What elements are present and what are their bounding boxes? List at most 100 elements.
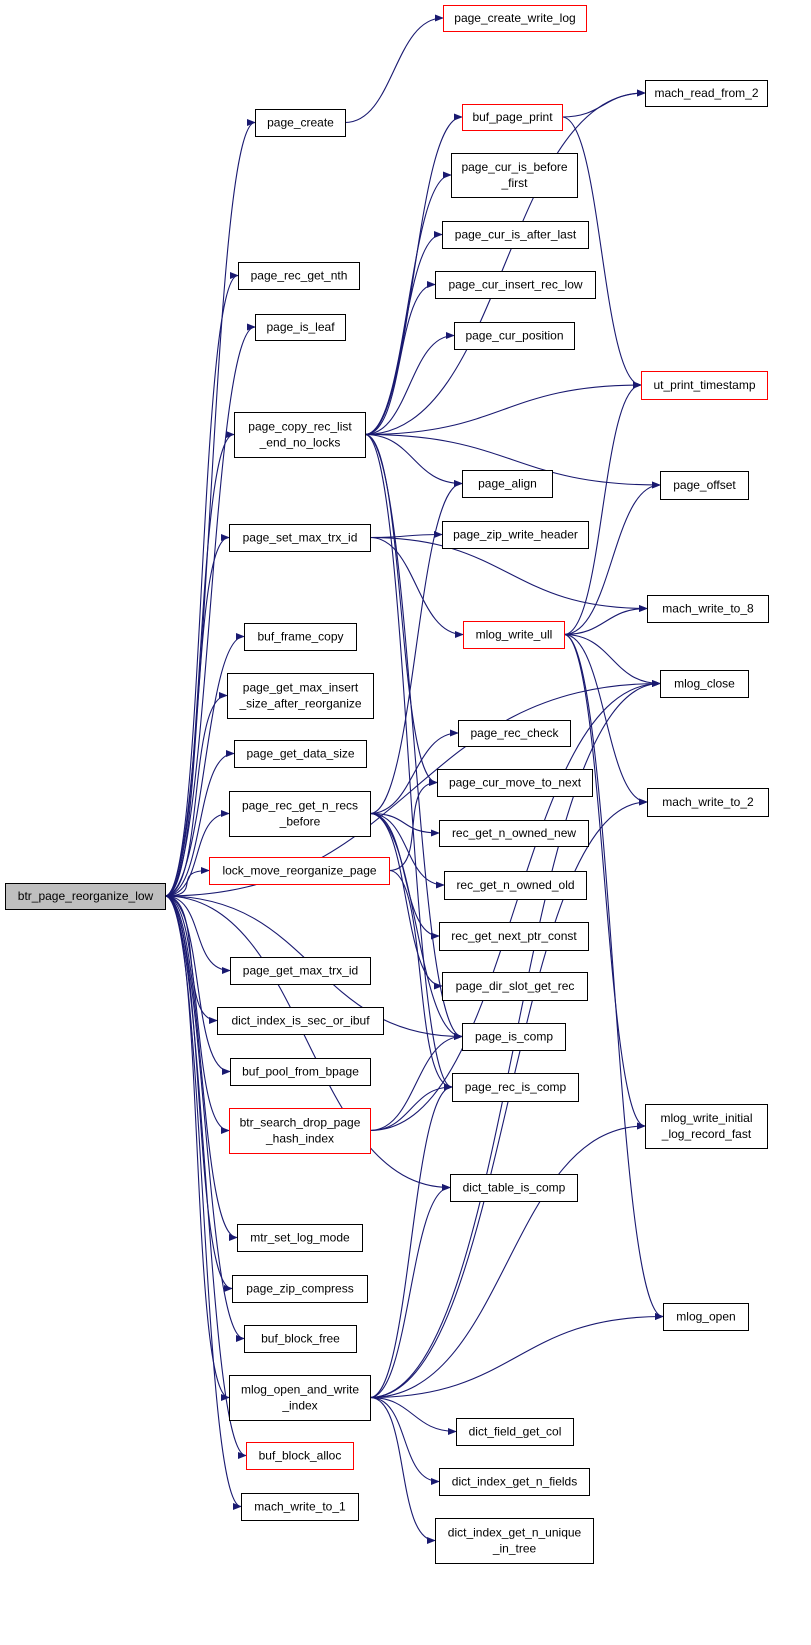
node-label: page_create [267, 116, 334, 130]
node-buf-pool-from-bpage[interactable]: buf_pool_from_bpage [230, 1058, 371, 1086]
node-label: page_dir_slot_get_rec [456, 979, 575, 993]
edge-btr-page-reorganize-low-to-buf-block-alloc [164, 895, 247, 1459]
node-page-align[interactable]: page_align [462, 470, 553, 498]
node-mlog-close[interactable]: mlog_close [660, 670, 749, 698]
edge-btr-page-reorganize-low-to-page-create [164, 119, 256, 897]
edge-mlog-open-and-write-index-to-mlog-open [369, 1312, 664, 1399]
node-buf-page-print[interactable]: buf_page_print [462, 104, 563, 131]
node-page-dir-slot-get-rec[interactable]: page_dir_slot_get_rec [442, 972, 588, 1001]
edge-mlog-write-ull-to-page-offset [563, 481, 661, 636]
node-mach-read-from-2[interactable]: mach_read_from_2 [645, 80, 768, 107]
node-page-cur-move-to-next[interactable]: page_cur_move_to_next [437, 769, 593, 797]
node-label: mach_write_to_1 [254, 1500, 346, 1514]
node-dict-index-get-n-fields[interactable]: dict_index_get_n_fields [439, 1468, 590, 1496]
node-mlog-open[interactable]: mlog_open [663, 1303, 749, 1331]
node-page-create-write-log[interactable]: page_create_write_log [443, 5, 587, 32]
node-label: mlog_write_initial [660, 1111, 752, 1125]
node-page-copy-rec-list-end-no-locks[interactable]: page_copy_rec_list_end_no_locks [234, 412, 366, 458]
node-mlog-open-and-write-index[interactable]: mlog_open_and_write_index [229, 1375, 371, 1421]
node-mtr-set-log-mode[interactable]: mtr_set_log_mode [237, 1224, 363, 1252]
node-box [217, 1007, 384, 1035]
node-page-is-comp[interactable]: page_is_comp [462, 1023, 566, 1051]
node-label: page_zip_compress [246, 1282, 353, 1296]
node-page-set-max-trx-id[interactable]: page_set_max_trx_id [229, 524, 371, 552]
node-mlog-write-initial-log-record-fast[interactable]: mlog_write_initial_log_record_fast [645, 1104, 768, 1149]
node-box [234, 412, 366, 458]
node-label: dict_index_get_n_fields [452, 1475, 577, 1489]
node-page-rec-check[interactable]: page_rec_check [458, 720, 571, 747]
node-btr-page-reorganize-low[interactable]: btr_page_reorganize_low [5, 883, 166, 910]
node-box [246, 1442, 354, 1470]
edge-mlog-write-ull-to-mlog-close [563, 633, 661, 688]
node-mach-write-to-1[interactable]: mach_write_to_1 [241, 1493, 359, 1521]
node-mlog-write-ull[interactable]: mlog_write_ull [463, 621, 565, 649]
node-page-get-data-size[interactable]: page_get_data_size [234, 740, 367, 768]
node-buf-block-alloc[interactable]: buf_block_alloc [246, 1442, 354, 1470]
node-rec-get-n-owned-new[interactable]: rec_get_n_owned_new [439, 820, 589, 847]
node-label: buf_pool_from_bpage [242, 1065, 359, 1079]
node-rec-get-next-ptr-const[interactable]: rec_get_next_ptr_const [439, 922, 589, 951]
node-box [230, 1058, 371, 1086]
edge-btr-page-reorganize-low-to-page-get-data-size [164, 749, 235, 897]
node-label: btr_search_drop_page [240, 1116, 361, 1130]
node-page-rec-get-n-recs-before[interactable]: page_rec_get_n_recs_before [229, 791, 371, 837]
edge-page-copy-rec-list-end-no-locks-to-ut-print-timestamp [364, 381, 642, 436]
edge-buf-page-print-to-ut-print-timestamp [561, 116, 642, 389]
node-page-get-max-trx-id[interactable]: page_get_max_trx_id [230, 957, 371, 985]
node-page-offset[interactable]: page_offset [660, 471, 749, 500]
node-mach-write-to-8[interactable]: mach_write_to_8 [647, 595, 769, 623]
node-page-zip-compress[interactable]: page_zip_compress [232, 1275, 368, 1303]
node-box [229, 524, 371, 552]
node-box [209, 857, 390, 885]
node-page-cur-position[interactable]: page_cur_position [454, 322, 575, 350]
node-box [241, 1493, 359, 1521]
node-page-get-max-insert-size-after-reorganize[interactable]: page_get_max_insert_size_after_reorganiz… [227, 673, 374, 719]
node-label: mtr_set_log_mode [250, 1231, 350, 1245]
node-box [5, 883, 166, 910]
node-label: page_rec_get_nth [251, 269, 348, 283]
node-box [439, 1468, 590, 1496]
node-buf-block-free[interactable]: buf_block_free [244, 1325, 357, 1353]
node-box [227, 673, 374, 719]
node-rec-get-n-owned-old[interactable]: rec_get_n_owned_old [444, 871, 587, 900]
node-label: rec_get_n_owned_old [456, 878, 574, 892]
node-mach-write-to-2[interactable]: mach_write_to_2 [647, 788, 769, 817]
node-label: mlog_close [674, 677, 735, 691]
node-label: page_align [478, 477, 537, 491]
node-dict-table-is-comp[interactable]: dict_table_is_comp [450, 1174, 578, 1202]
node-page-is-leaf[interactable]: page_is_leaf [255, 314, 346, 341]
edge-page-set-max-trx-id-to-page-zip-write-header [369, 530, 443, 539]
edge-btr-page-reorganize-low-to-page-get-max-trx-id [164, 895, 231, 975]
node-dict-field-get-col[interactable]: dict_field_get_col [456, 1418, 574, 1446]
node-box [232, 1275, 368, 1303]
node-page-zip-write-header[interactable]: page_zip_write_header [442, 521, 589, 549]
node-ut-print-timestamp[interactable]: ut_print_timestamp [641, 371, 768, 400]
node-page-create[interactable]: page_create [255, 109, 346, 137]
node-box [462, 104, 563, 131]
node-box [234, 740, 367, 768]
node-box [244, 623, 357, 651]
node-dict-index-is-sec-or-ibuf[interactable]: dict_index_is_sec_or_ibuf [217, 1007, 384, 1035]
edge-page-rec-get-n-recs-before-to-rec-get-n-owned-old [369, 812, 445, 889]
edge-page-copy-rec-list-end-no-locks-to-page-cur-position [364, 331, 455, 436]
node-lock-move-reorganize-page[interactable]: lock_move_reorganize_page [209, 857, 390, 885]
edge-page-copy-rec-list-end-no-locks-to-page-cur-move-to-next [364, 433, 438, 787]
node-page-cur-is-before-first[interactable]: page_cur_is_before_first [451, 153, 578, 198]
node-dict-index-get-n-unique-in-tree[interactable]: dict_index_get_n_unique_in_tree [435, 1518, 594, 1564]
node-box [458, 720, 571, 747]
edge-mlog-write-ull-to-mach-write-to-2 [563, 633, 648, 806]
edge-mlog-open-and-write-index-to-dict-index-get-n-unique-in-tree [369, 1396, 436, 1545]
node-page-rec-get-nth[interactable]: page_rec_get_nth [238, 262, 360, 290]
edge-mlog-open-and-write-index-to-dict-table-is-comp [369, 1183, 451, 1399]
node-label: page_cur_position [465, 329, 563, 343]
edge-page-rec-get-n-recs-before-to-page-rec-check [369, 729, 459, 815]
edge-btr-page-reorganize-low-to-buf-block-free [164, 895, 245, 1343]
node-label: rec_get_n_owned_new [452, 826, 576, 840]
edge-page-rec-get-n-recs-before-to-page-align [369, 479, 463, 815]
node-buf-frame-copy[interactable]: buf_frame_copy [244, 623, 357, 651]
node-btr-search-drop-page-hash-index[interactable]: btr_search_drop_page_hash_index [229, 1108, 371, 1154]
node-page-rec-is-comp[interactable]: page_rec_is_comp [452, 1073, 579, 1102]
node-page-cur-is-after-last[interactable]: page_cur_is_after_last [442, 221, 589, 249]
node-page-cur-insert-rec-low[interactable]: page_cur_insert_rec_low [435, 271, 596, 299]
